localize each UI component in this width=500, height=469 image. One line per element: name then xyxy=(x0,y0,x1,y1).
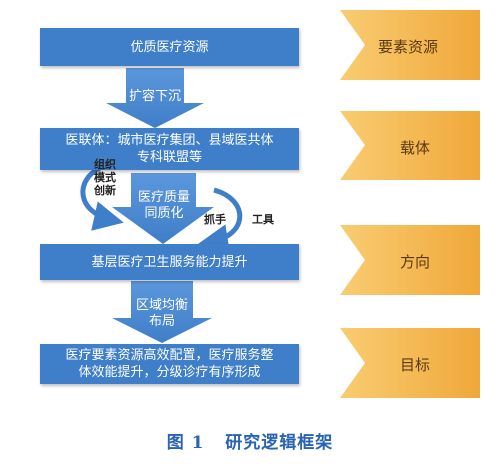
box-goal: 医疗要素资源高效配置，医疗服务整 体效能提升，分级诊疗有序形成 xyxy=(40,344,299,384)
box-quality-resources: 优质医疗资源 xyxy=(40,28,299,66)
box-carrier: 医联体：城市医疗集团、县域医共体 专科联盟等 xyxy=(40,128,299,170)
box-capacity: 基层医疗卫生服务能力提升 xyxy=(40,244,299,280)
side-arrow-target xyxy=(340,328,480,398)
curved-arrow-right xyxy=(198,187,243,254)
side-label-carrier: 载体 xyxy=(400,139,431,157)
annotation-mechanism: 组织 模式 创新 xyxy=(94,158,116,197)
annotation-tool: 工具 xyxy=(252,213,274,226)
side-label-resources: 要素资源 xyxy=(378,38,439,56)
arrow-label-expand: 扩容下沉 xyxy=(128,89,181,104)
side-arrow-direction xyxy=(340,225,480,295)
down-arrow-expand xyxy=(106,68,204,128)
down-arrow-homogenize xyxy=(112,173,214,244)
curved-arrow-left xyxy=(80,165,124,231)
side-arrow-carrier xyxy=(340,111,480,180)
arrow-label-regional: 区域均衡 布局 xyxy=(135,298,188,329)
down-arrow-regional xyxy=(112,281,212,343)
side-arrow-resources xyxy=(340,10,480,80)
annotation-grip: 抓手 xyxy=(204,213,226,226)
arrow-label-homogenize: 医疗质量 同质化 xyxy=(137,190,190,221)
side-label-direction: 方向 xyxy=(400,253,431,271)
figure-caption: 图 1 研究逻辑框架 xyxy=(166,433,334,453)
side-label-target: 目标 xyxy=(400,356,431,374)
